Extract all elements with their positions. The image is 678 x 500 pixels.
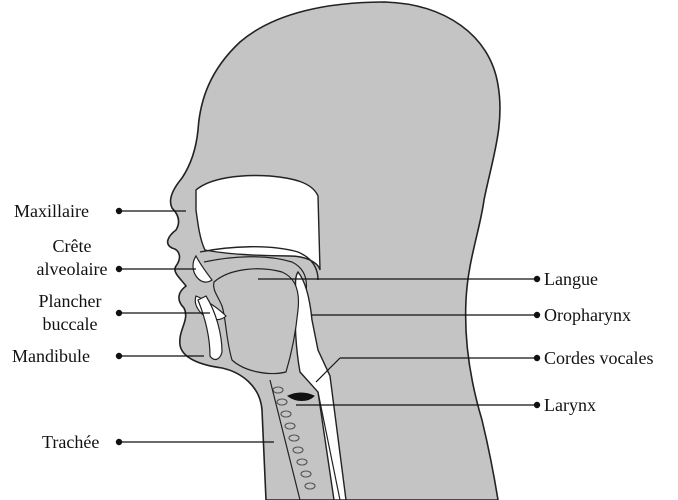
label-oropharynx: Oropharynx: [544, 304, 631, 326]
label-larynx: Larynx: [544, 394, 596, 416]
label-crete-line2: alveolaire: [22, 258, 122, 280]
label-langue: Langue: [544, 268, 598, 290]
label-mandibule: Mandibule: [12, 345, 90, 367]
label-maxillaire: Maxillaire: [14, 200, 89, 222]
label-trachee: Trachée: [42, 431, 99, 453]
label-plancher-line1: Plancher: [22, 290, 118, 312]
label-plancher-line2: buccale: [22, 313, 118, 335]
label-cordes-vocales: Cordes vocales: [544, 347, 653, 369]
label-crete-line1: Crête: [22, 235, 122, 257]
